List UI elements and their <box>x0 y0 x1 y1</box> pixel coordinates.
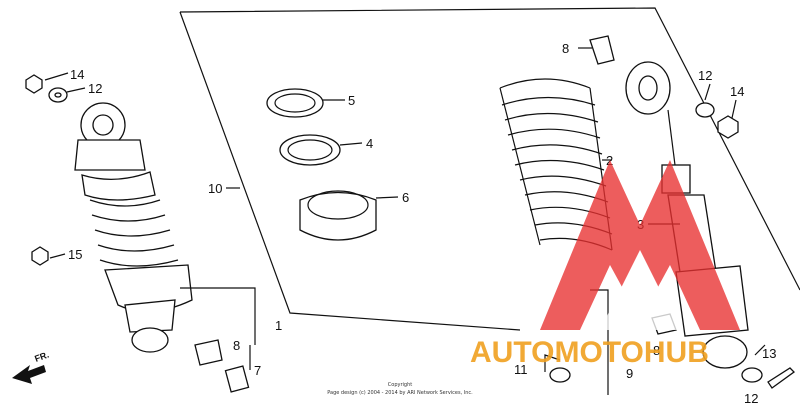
left-washer <box>48 87 68 103</box>
callout-8-top: 8 <box>562 41 569 56</box>
collar-part-7 <box>224 365 250 393</box>
lower-bushing-part-8 <box>194 339 223 366</box>
right-washer-top <box>695 102 715 118</box>
assembly-outline <box>179 7 800 331</box>
callout-5: 5 <box>348 93 355 108</box>
bolt-13 <box>767 367 795 389</box>
watermark-text: AUTOMOTOHUB <box>470 336 709 369</box>
left-cap-nut <box>25 74 43 94</box>
right-cap-nut <box>717 115 739 139</box>
part-11-washer <box>549 367 571 383</box>
direction-label: FR. <box>33 350 50 364</box>
callout-1: 1 <box>275 318 282 333</box>
callout-14-left: 14 <box>70 67 84 82</box>
spring-adjuster <box>299 190 377 241</box>
part-15-nut <box>31 246 49 266</box>
callout-7: 7 <box>254 363 261 378</box>
callout-9: 9 <box>626 366 633 381</box>
bottom-washer-12 <box>741 367 763 383</box>
callout-14-right: 14 <box>730 84 744 99</box>
svg-text:Copyright: Copyright <box>388 382 412 388</box>
callout-10: 10 <box>208 181 222 196</box>
callout-8-bottom: 8 <box>233 338 240 353</box>
callout-labels: 14 12 15 5 4 6 10 8 2 3 12 14 1 8 7 8 9 … <box>68 41 776 406</box>
callout-8-right: 8 <box>653 343 660 358</box>
front-direction-arrow: FR. <box>12 350 50 384</box>
callout-11: 11 <box>514 362 528 377</box>
callout-13: 13 <box>762 346 776 361</box>
watermark-logo <box>540 160 740 330</box>
right-bushing-top <box>589 35 615 65</box>
svg-text:Page design (c) 2004 - 2014 by: Page design (c) 2004 - 2014 by ARI Netwo… <box>327 390 473 396</box>
callout-15: 15 <box>68 247 82 262</box>
callout-12-left: 12 <box>88 81 102 96</box>
spring-seat-stopper <box>266 88 324 118</box>
spring-seat <box>279 134 341 166</box>
copyright-notice: Copyright Page design (c) 2004 - 2014 by… <box>327 382 473 396</box>
callout-2: 2 <box>606 153 613 168</box>
callout-4: 4 <box>366 136 373 151</box>
callout-12-bottom: 12 <box>744 391 758 406</box>
left-shock-absorber <box>74 102 193 353</box>
callout-6: 6 <box>402 190 409 205</box>
callout-12-right: 12 <box>698 68 712 83</box>
